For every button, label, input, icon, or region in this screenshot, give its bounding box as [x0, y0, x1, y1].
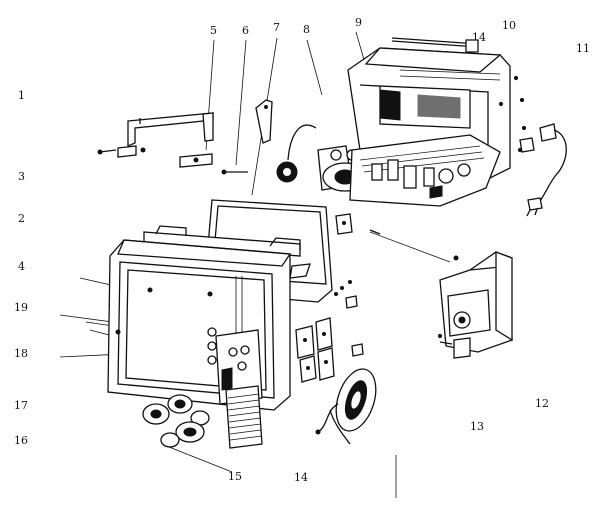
- callout-17: 17: [14, 399, 28, 412]
- control-panel: [207, 327, 263, 405]
- callout-15: 15: [228, 470, 242, 483]
- callout-7: 7: [273, 21, 280, 34]
- speaker-grille: [225, 385, 263, 449]
- callout-16: 16: [14, 434, 28, 447]
- callout-10: 10: [502, 19, 516, 32]
- callout-9: 9: [355, 16, 362, 29]
- callout-14: 14: [294, 471, 308, 484]
- callout-6: 6: [242, 24, 249, 37]
- callout-1: 1: [18, 89, 25, 102]
- callout-4: 4: [18, 260, 25, 273]
- callout-13: 13: [470, 420, 484, 433]
- side-support: [335, 213, 381, 235]
- callout-19: 19: [14, 301, 28, 314]
- telescopic-antenna: [391, 37, 479, 53]
- tuner-assembly: [437, 251, 513, 359]
- side-brackets: [295, 280, 364, 383]
- callout-8: 8: [303, 23, 310, 36]
- callout-12: 12: [535, 397, 549, 410]
- main-circuit-board: [349, 134, 501, 207]
- callout-2: 2: [18, 212, 25, 225]
- callout-11: 11: [576, 42, 590, 55]
- power-cord: [519, 123, 567, 217]
- control-knobs: [142, 394, 210, 448]
- callout-3: 3: [18, 170, 25, 183]
- speaker: [315, 368, 377, 445]
- carry-handle: [127, 112, 214, 147]
- callout-18: 18: [14, 347, 28, 360]
- mounting-screws-left: [97, 145, 248, 175]
- callout-5: 5: [210, 24, 217, 37]
- bracket-7: [255, 99, 273, 144]
- front-cabinet: [107, 239, 292, 411]
